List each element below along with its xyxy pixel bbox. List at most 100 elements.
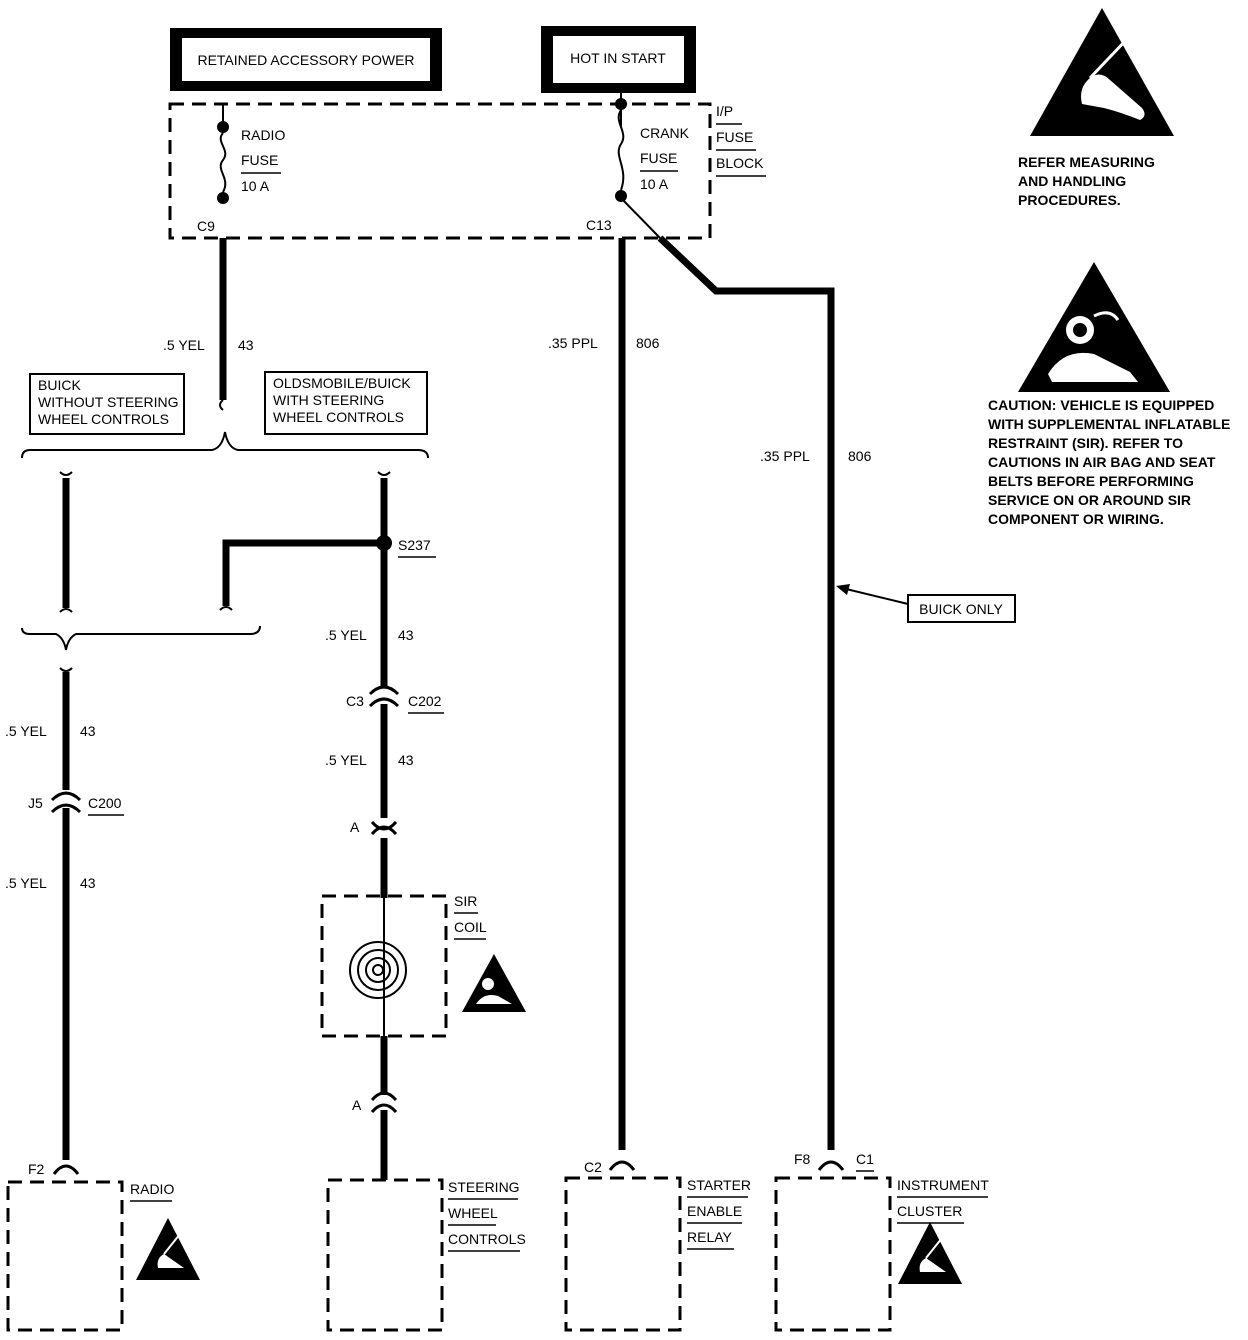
instrument-cluster-label: INSTRUMENT bbox=[897, 1177, 989, 1193]
sir-caution-note: CAUTION: VEHICLE IS EQUIPPED WITH SUPPLE… bbox=[988, 397, 1230, 527]
connector-pin-label: C2 bbox=[584, 1159, 602, 1175]
crank-fuse-label: CRANK bbox=[640, 125, 690, 141]
connector-label: C202 bbox=[408, 693, 442, 709]
fuse-block-label-line: FUSE bbox=[716, 129, 753, 145]
wire-circuit-label: 43 bbox=[398, 627, 414, 643]
wire-circuit-label: 806 bbox=[636, 335, 660, 351]
radio-component: F2 RADIO bbox=[6, 1161, 174, 1332]
wire-yel-43-splice-feed bbox=[222, 539, 384, 606]
option-label: WITHOUT STEERING bbox=[38, 394, 179, 410]
clockspring-icon bbox=[349, 941, 407, 999]
wire-size-label: .5 YEL bbox=[5, 875, 47, 891]
wire-size-label: .35 PPL bbox=[760, 448, 810, 464]
wire-break-mark bbox=[59, 608, 73, 613]
connector-pin-label: A bbox=[350, 819, 360, 835]
sir-caution-line: COMPONENT OR WIRING. bbox=[988, 511, 1164, 527]
hot-in-start-label: HOT IN START bbox=[570, 50, 666, 66]
retained-accessory-power-box: RETAINED ACCESSORY POWER bbox=[170, 28, 442, 91]
airbag-warning-icon bbox=[462, 954, 526, 1012]
wire-break-mark bbox=[59, 667, 73, 672]
wire-circuit-label: 43 bbox=[238, 337, 254, 353]
wire-size-label: .5 YEL bbox=[163, 337, 205, 353]
connector-pin-label: J5 bbox=[28, 795, 43, 811]
sir-caution-line: BELTS BEFORE PERFORMING bbox=[988, 473, 1194, 489]
connector-c200: J5 C200 bbox=[28, 791, 124, 816]
option-label: WITH STEERING bbox=[273, 392, 384, 408]
starter-relay-label: RELAY bbox=[687, 1229, 733, 1245]
instrument-cluster-component: F8 C1 INSTRUMENT CLUSTER bbox=[774, 1151, 989, 1332]
buick-only-callout: BUICK ONLY bbox=[836, 584, 1016, 623]
esd-warning-icon bbox=[1030, 8, 1174, 136]
esd-note: REFER MEASURING AND HANDLING PROCEDURES. bbox=[1018, 154, 1155, 208]
option-bottom-bracket bbox=[21, 625, 261, 651]
esd-warning-icon bbox=[136, 1218, 200, 1280]
sir-caution-line: RESTRAINT (SIR). REFER TO bbox=[988, 435, 1183, 451]
wire-break-mark bbox=[219, 399, 224, 411]
steering-controls-label: STEERING bbox=[448, 1179, 520, 1195]
connector-a-upper: A bbox=[350, 819, 398, 836]
option-label: OLDSMOBILE/BUICK bbox=[273, 375, 411, 391]
sir-caution-line: CAUTION: VEHICLE IS EQUIPPED bbox=[988, 397, 1214, 413]
radio-fuse-label: RADIO bbox=[241, 127, 285, 143]
splice-s237-dot bbox=[376, 535, 392, 551]
wire-size-label: .5 YEL bbox=[325, 627, 367, 643]
crank-fuse-rating: 10 A bbox=[640, 176, 669, 192]
option-with-controls: OLDSMOBILE/BUICK WITH STEERING WHEEL CON… bbox=[264, 371, 428, 435]
radio-fuse: RADIO FUSE 10 A C9 bbox=[197, 104, 285, 234]
starter-relay-label: STARTER bbox=[687, 1177, 751, 1193]
wire-size-label: .5 YEL bbox=[325, 752, 367, 768]
option-top-bracket bbox=[21, 431, 429, 459]
fuse-block-label-line: BLOCK bbox=[716, 155, 764, 171]
instrument-cluster-label: CLUSTER bbox=[897, 1203, 962, 1219]
hot-in-start-box: HOT IN START bbox=[541, 26, 696, 93]
starter-relay-component: C2 STARTER ENABLE RELAY bbox=[564, 1159, 751, 1332]
option-label: BUICK bbox=[38, 377, 81, 393]
sir-coil-label: COIL bbox=[454, 919, 487, 935]
wire-break-mark bbox=[59, 471, 73, 476]
fuse-block-outline bbox=[168, 102, 712, 240]
option-label: WHEEL CONTROLS bbox=[38, 411, 169, 427]
wire-circuit-label: 43 bbox=[80, 875, 96, 891]
terminal-c13: C13 bbox=[586, 217, 612, 233]
sir-caution-line: WITH SUPPLEMENTAL INFLATABLE bbox=[988, 416, 1230, 432]
wire-ppl-806-cluster bbox=[657, 235, 835, 1150]
sir-caution-line: CAUTIONS IN AIR BAG AND SEAT bbox=[988, 454, 1216, 470]
connector-label: C200 bbox=[88, 795, 122, 811]
option-label: WHEEL CONTROLS bbox=[273, 409, 404, 425]
wire-circuit-label: 43 bbox=[398, 752, 414, 768]
connector-pin-label: A bbox=[352, 1097, 362, 1113]
connector-pin-label: C3 bbox=[346, 693, 364, 709]
retained-accessory-power-label: RETAINED ACCESSORY POWER bbox=[197, 52, 414, 68]
sir-coil-label: SIR bbox=[454, 893, 477, 909]
fuse-block-label-line: I/P bbox=[716, 103, 733, 119]
terminal-c9: C9 bbox=[197, 218, 215, 234]
steering-controls-label: CONTROLS bbox=[448, 1231, 526, 1247]
wire-circuit-label: 43 bbox=[80, 723, 96, 739]
crank-fuse-label: FUSE bbox=[640, 150, 677, 166]
radio-label: RADIO bbox=[130, 1181, 174, 1197]
steering-controls-label: WHEEL bbox=[448, 1205, 498, 1221]
fuse-block-label: I/P FUSE BLOCK bbox=[716, 103, 766, 177]
radio-fuse-rating: 10 A bbox=[241, 178, 270, 194]
airbag-warning-icon bbox=[1018, 262, 1170, 392]
splice-label: S237 bbox=[398, 537, 431, 553]
sir-coil: SIR COIL bbox=[320, 893, 487, 1038]
connector-c202: C3 C202 bbox=[346, 685, 444, 714]
esd-note-line: AND HANDLING bbox=[1018, 173, 1126, 189]
buick-only-label: BUICK ONLY bbox=[919, 601, 1003, 617]
radio-fuse-label: FUSE bbox=[241, 152, 278, 168]
connector-label: C1 bbox=[856, 1151, 874, 1167]
connector-pin-label: F2 bbox=[28, 1161, 45, 1177]
esd-warning-icon bbox=[898, 1222, 962, 1284]
wire-size-label: .35 PPL bbox=[548, 335, 598, 351]
wire-break-mark bbox=[377, 471, 391, 476]
starter-relay-label: ENABLE bbox=[687, 1203, 742, 1219]
wire-circuit-label: 806 bbox=[848, 448, 872, 464]
connector-pin-label: F8 bbox=[794, 1151, 811, 1167]
connector-a-lower: A bbox=[352, 1091, 398, 1114]
wire-size-label: .5 YEL bbox=[5, 723, 47, 739]
sir-caution-line: SERVICE ON OR AROUND SIR bbox=[988, 492, 1191, 508]
esd-note-line: REFER MEASURING bbox=[1018, 154, 1155, 170]
wire-break-mark bbox=[219, 606, 233, 611]
